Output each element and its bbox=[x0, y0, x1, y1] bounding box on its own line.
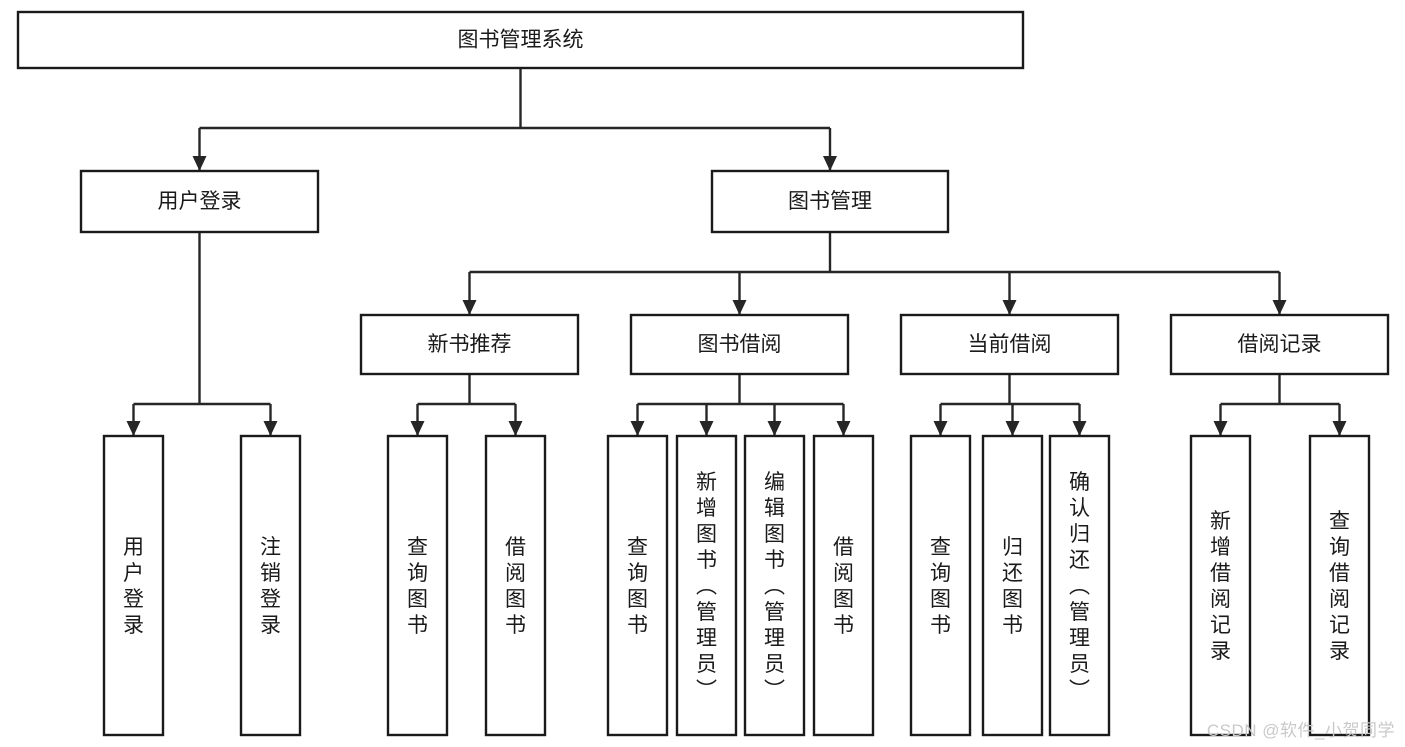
node-user-login[interactable]: 用户登录 bbox=[79, 169, 320, 234]
node-label: 借阅记录 bbox=[1238, 333, 1322, 356]
node-leaf-query-book-3[interactable]: 查询图书 bbox=[909, 434, 972, 737]
node-label: 编辑图书︵管理员︶ bbox=[764, 471, 785, 702]
node-box bbox=[629, 313, 850, 376]
node-box bbox=[812, 434, 875, 737]
arrow-head-icon bbox=[732, 300, 747, 315]
node-label: 用户登录 bbox=[158, 190, 242, 213]
node-label: 图书管理 bbox=[788, 190, 872, 213]
node-box bbox=[16, 10, 1025, 70]
arrow-head-icon bbox=[699, 421, 714, 436]
node-box bbox=[606, 434, 669, 737]
arrow-head-icon bbox=[462, 300, 477, 315]
connector-layer bbox=[126, 68, 1347, 436]
node-label: 查询图书 bbox=[627, 536, 648, 637]
arrow-head-icon bbox=[1332, 421, 1347, 436]
arrow-head-icon bbox=[508, 421, 523, 436]
node-leaf-add-book[interactable]: 新增图书︵管理员︶ bbox=[675, 434, 738, 737]
node-box bbox=[1169, 313, 1390, 376]
node-box bbox=[102, 434, 165, 737]
node-leaf-confirm-return[interactable]: 确认归还︵管理员︶ bbox=[1048, 434, 1111, 737]
node-label: 注销登录 bbox=[260, 536, 281, 637]
node-new-book-rec[interactable]: 新书推荐 bbox=[359, 313, 580, 376]
node-leaf-query-book-1[interactable]: 查询图书 bbox=[386, 434, 449, 737]
node-label: 图书借阅 bbox=[698, 333, 782, 356]
node-box bbox=[1308, 434, 1371, 737]
arrow-head-icon bbox=[1072, 421, 1087, 436]
node-label: 新书推荐 bbox=[428, 333, 512, 356]
arrow-head-icon bbox=[1005, 421, 1020, 436]
node-box bbox=[386, 434, 449, 737]
node-leaf-query-book-2[interactable]: 查询图书 bbox=[606, 434, 669, 737]
node-current-borrow[interactable]: 当前借阅 bbox=[899, 313, 1120, 376]
csdn-watermark: CSDN @软件_小贺同学 bbox=[1206, 721, 1395, 740]
arrow-head-icon bbox=[410, 421, 425, 436]
node-label: 当前借阅 bbox=[968, 333, 1052, 356]
arrow-head-icon bbox=[823, 156, 837, 171]
arrow-head-icon bbox=[1002, 300, 1017, 315]
node-box bbox=[981, 434, 1044, 737]
arrow-head-icon bbox=[263, 421, 278, 436]
arrow-head-icon bbox=[1272, 300, 1287, 315]
node-box bbox=[743, 434, 806, 737]
node-leaf-logout[interactable]: 注销登录 bbox=[239, 434, 302, 737]
node-label: 查询借阅记录 bbox=[1329, 510, 1350, 663]
node-label: 查询图书 bbox=[407, 536, 428, 637]
arrow-head-icon bbox=[933, 421, 948, 436]
node-label: 借阅图书 bbox=[833, 536, 854, 637]
node-label: 新增借阅记录 bbox=[1210, 510, 1231, 663]
node-box bbox=[239, 434, 302, 737]
node-leaf-borrow-book-1[interactable]: 借阅图书 bbox=[484, 434, 547, 737]
node-box bbox=[484, 434, 547, 737]
node-book-borrow[interactable]: 图书借阅 bbox=[629, 313, 850, 376]
node-label: 借阅图书 bbox=[505, 536, 526, 637]
node-book-manage[interactable]: 图书管理 bbox=[710, 169, 950, 234]
arrow-head-icon bbox=[836, 421, 851, 436]
node-borrow-record[interactable]: 借阅记录 bbox=[1169, 313, 1390, 376]
node-leaf-query-record[interactable]: 查询借阅记录 bbox=[1308, 434, 1371, 737]
node-label: 归还图书 bbox=[1002, 536, 1023, 637]
node-label: 确认归还︵管理员︶ bbox=[1069, 471, 1090, 702]
node-label: 新增图书︵管理员︶ bbox=[696, 471, 717, 702]
node-box bbox=[79, 169, 320, 234]
node-root[interactable]: 图书管理系统 bbox=[16, 10, 1025, 70]
node-leaf-return-book[interactable]: 归还图书 bbox=[981, 434, 1044, 737]
node-leaf-add-record[interactable]: 新增借阅记录 bbox=[1189, 434, 1252, 737]
node-leaf-user-login[interactable]: 用户登录 bbox=[102, 434, 165, 737]
arrow-head-icon bbox=[192, 156, 207, 171]
node-box bbox=[1189, 434, 1252, 737]
node-box bbox=[899, 313, 1120, 376]
arrow-head-icon bbox=[630, 421, 645, 436]
node-box bbox=[909, 434, 972, 737]
node-label: 用户登录 bbox=[123, 536, 144, 637]
node-label: 图书管理系统 bbox=[458, 29, 584, 52]
node-box bbox=[710, 169, 950, 234]
node-leaf-edit-book[interactable]: 编辑图书︵管理员︶ bbox=[743, 434, 806, 737]
arrow-head-icon bbox=[1213, 421, 1228, 436]
node-layer: 图书管理系统用户登录图书管理新书推荐图书借阅当前借阅借阅记录用户登录注销登录查询… bbox=[16, 10, 1390, 737]
node-box bbox=[675, 434, 738, 737]
node-leaf-borrow-book-2[interactable]: 借阅图书 bbox=[812, 434, 875, 737]
arrow-head-icon bbox=[126, 421, 141, 436]
node-box bbox=[1048, 434, 1111, 737]
node-box bbox=[359, 313, 580, 376]
arrow-head-icon bbox=[767, 421, 782, 436]
node-label: 查询图书 bbox=[930, 536, 951, 637]
